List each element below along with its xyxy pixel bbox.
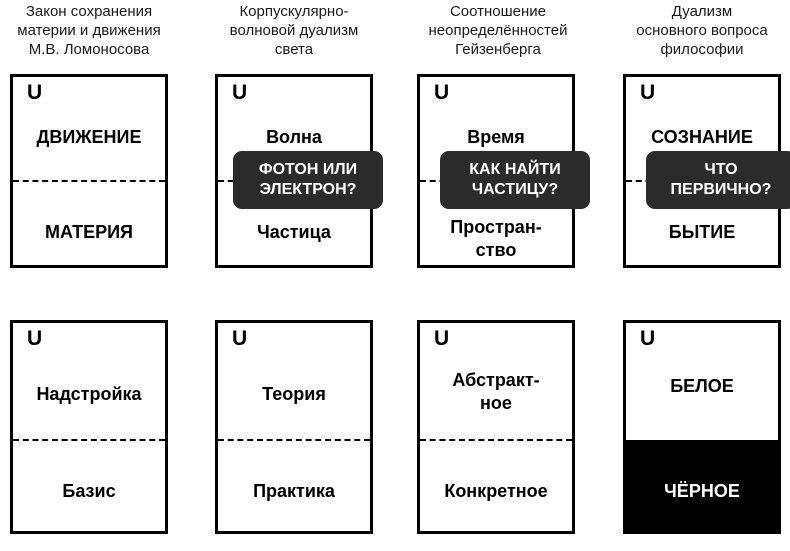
u-label: U <box>434 81 450 104</box>
card-lower-label: ЧЁРНОЕ <box>664 481 740 501</box>
bubble-line: ЧАСТИЦУ? <box>471 181 559 198</box>
u-label: U <box>232 327 248 350</box>
question-bubble-find-particle: КАК НАЙТИ ЧАСТИЦУ? <box>440 151 590 209</box>
label-line: ное <box>480 393 512 413</box>
header-line: основного вопроса <box>636 22 768 39</box>
card-upper-label: ДВИЖЕНИЕ <box>36 127 142 147</box>
header-line: Закон сохранения <box>25 3 153 20</box>
header-line: неопределённостей <box>428 22 568 39</box>
header-line: Дуализм <box>671 3 733 20</box>
u-label: U <box>434 327 450 350</box>
header-line: волновой дуализм <box>229 22 359 39</box>
label-line: ство <box>475 240 517 260</box>
u-label: U <box>640 81 656 104</box>
column-header-lomonosov: Закон сохранения материи и движения М.В.… <box>0 2 184 59</box>
dashed-divider <box>218 439 370 441</box>
card-upper-label: Время <box>467 127 525 147</box>
card-upper-label: Волна <box>266 127 322 147</box>
u-label: U <box>27 327 43 350</box>
card-lower-label: Базис <box>62 481 116 501</box>
dashed-divider <box>13 439 165 441</box>
bubble-line: ЭЛЕКТРОН? <box>259 181 357 198</box>
label-line: Простран- <box>450 217 542 237</box>
card-lower-label: МАТЕРИЯ <box>45 222 133 242</box>
card-upper-label: Абстракт- ное <box>420 369 572 415</box>
card-lower-label: БЫТИЕ <box>668 222 736 242</box>
column-header-heisenberg: Соотношение неопределённостей Гейзенберг… <box>403 2 593 59</box>
bubble-line: ПЕРВИЧНО? <box>670 181 772 198</box>
header-line: света <box>274 41 314 58</box>
card-upper-label: СОЗНАНИЕ <box>651 127 753 147</box>
card-lower-label: Частица <box>257 222 331 242</box>
label-line: Абстракт- <box>452 370 540 390</box>
card-lower-label: Конкретное <box>444 481 548 501</box>
dashed-divider <box>420 439 572 441</box>
bubble-line: КАК НАЙТИ <box>469 161 561 178</box>
card-motion-matter: U ДВИЖЕНИЕ МАТЕРИЯ <box>10 74 168 268</box>
card-upper-label: БЕЛОЕ <box>670 376 734 396</box>
u-label: U <box>640 327 656 350</box>
bubble-line: ФОТОН ИЛИ <box>258 161 358 178</box>
column-header-philosophy: Дуализм основного вопроса философии <box>607 2 790 59</box>
card-upper-label: Теория <box>262 384 326 404</box>
header-line: Корпускулярно- <box>239 3 349 20</box>
question-bubble-what-is-primary: ЧТО ПЕРВИЧНО? <box>646 151 790 209</box>
card-theory-practice: U Теория Практика <box>215 320 373 534</box>
u-label: U <box>27 81 43 104</box>
black-fill <box>626 440 778 531</box>
header-line: философии <box>660 41 744 58</box>
header-line: Гейзенберга <box>455 41 541 58</box>
question-bubble-photon-electron: ФОТОН ИЛИ ЭЛЕКТРОН? <box>233 151 383 209</box>
card-lower-label: Практика <box>253 481 335 501</box>
card-upper-label: Надстройка <box>36 384 142 404</box>
bubble-line: ЧТО <box>704 161 738 178</box>
card-white-black: U БЕЛОЕ ЧЁРНОЕ <box>623 320 781 534</box>
header-line: материи и движения <box>17 22 161 39</box>
card-abstract-concrete: U Абстракт- ное Конкретное <box>417 320 575 534</box>
header-line: М.В. Ломоносова <box>28 41 150 58</box>
column-header-light-duality: Корпускулярно- волновой дуализм света <box>199 2 389 59</box>
card-lower-label: Простран- ство <box>420 216 572 262</box>
header-line: Соотношение <box>449 3 547 20</box>
u-label: U <box>232 81 248 104</box>
card-superstructure-base: U Надстройка Базис <box>10 320 168 534</box>
dashed-divider <box>13 180 165 182</box>
